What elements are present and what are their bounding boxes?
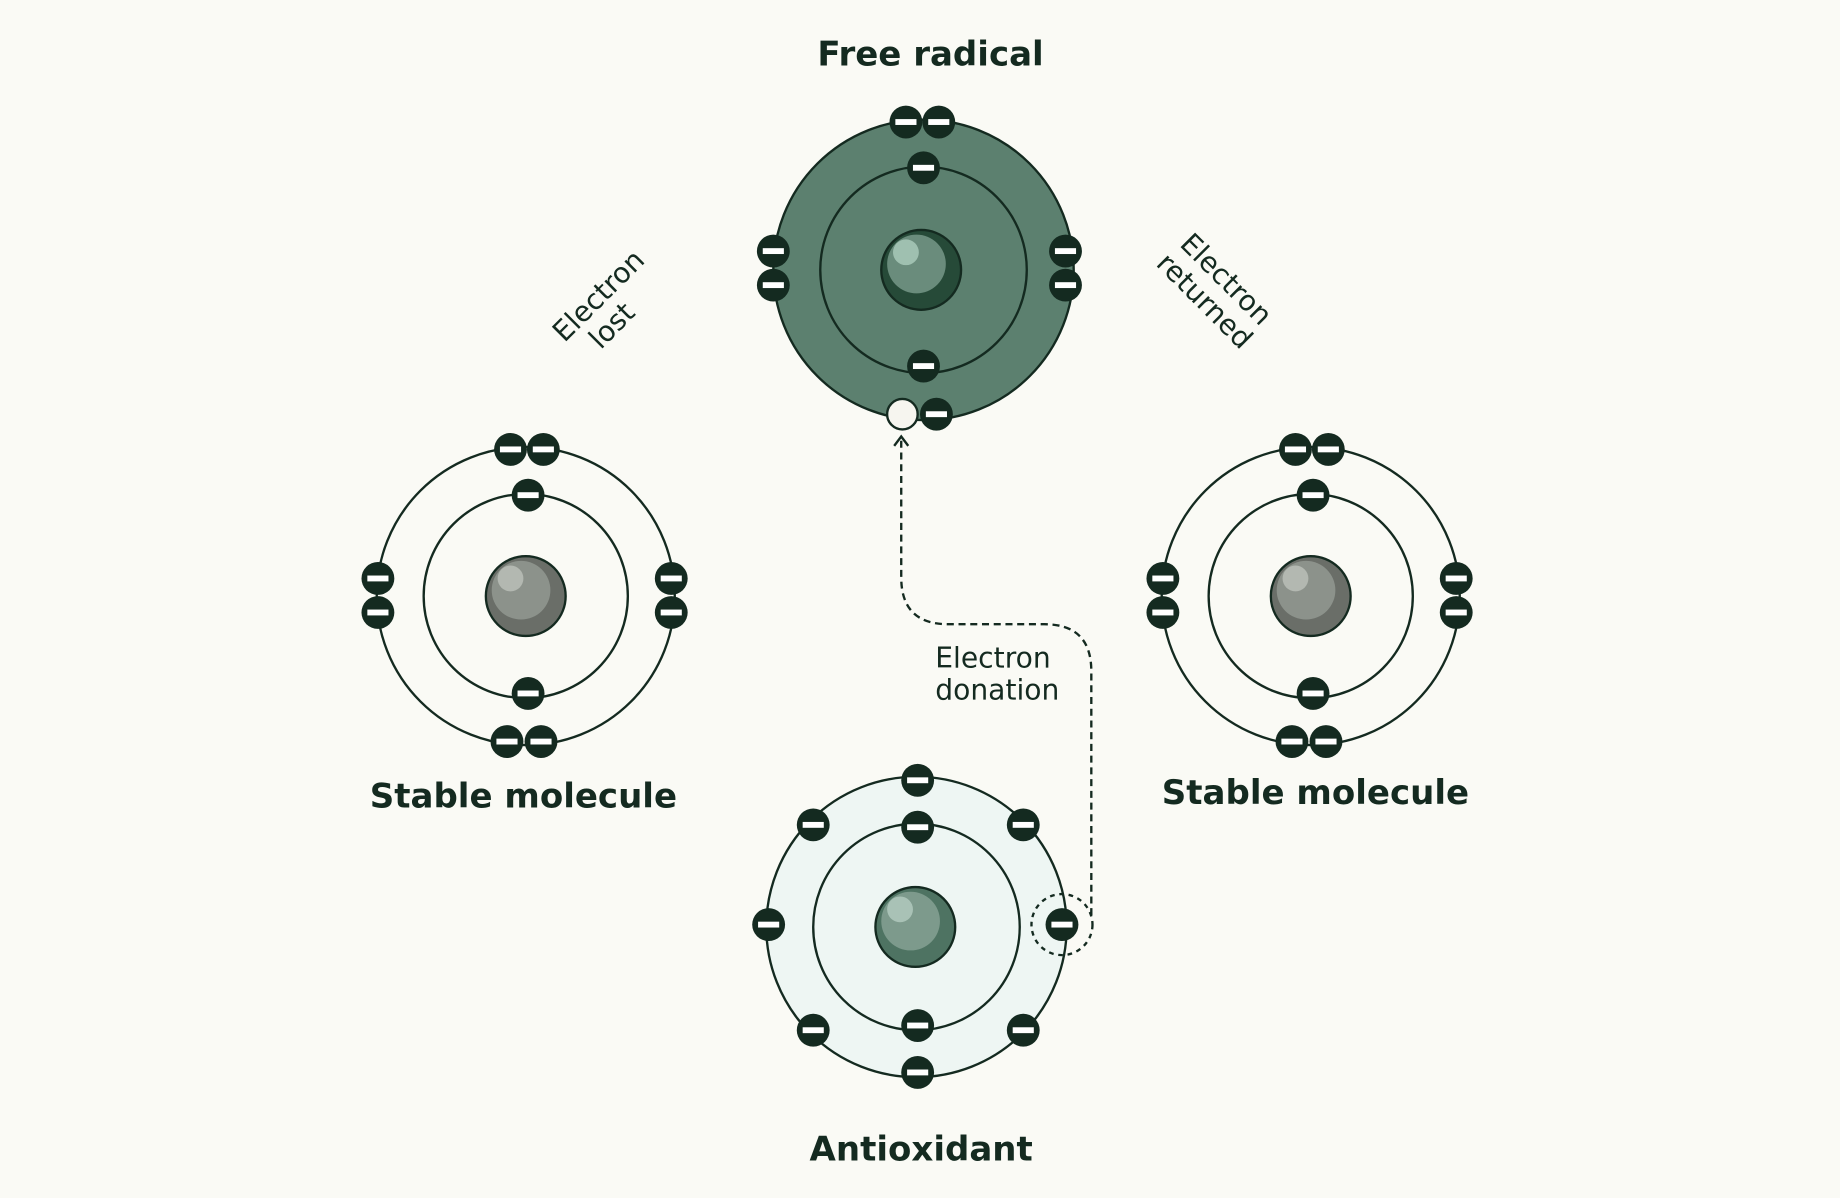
minus-icon: [1054, 282, 1077, 289]
minus-icon: [925, 411, 947, 418]
minus-icon: [907, 1069, 929, 1076]
minus-icon: [1051, 921, 1073, 928]
minus-icon: [367, 575, 389, 582]
minus-icon: [1445, 575, 1467, 582]
electron: [907, 151, 940, 185]
nucleus: [484, 554, 567, 638]
minus-icon: [1445, 609, 1467, 616]
donated-electron-highlight: [1030, 892, 1094, 957]
svg-text:Electron: Electron: [935, 642, 1051, 675]
electron: [526, 432, 560, 466]
minus-icon: [1315, 738, 1337, 745]
electron: [901, 763, 935, 797]
minus-icon: [1302, 492, 1324, 499]
arrow-head-icon: [893, 434, 910, 447]
minus-icon: [762, 282, 784, 289]
electron: [1049, 268, 1082, 302]
electron: [654, 562, 688, 595]
electron: [901, 1009, 935, 1042]
electron: [1439, 562, 1473, 595]
electron: [752, 908, 786, 942]
electron: [654, 596, 688, 629]
electron: [361, 596, 395, 629]
electron: [1275, 725, 1309, 758]
nucleus: [874, 885, 957, 969]
electron-donation-label: Electron donation: [935, 642, 1059, 707]
electron: [1309, 725, 1343, 758]
electron-lost-label: Electron lost: [546, 243, 651, 355]
minus-icon: [530, 738, 552, 745]
electron: [524, 725, 558, 758]
minus-icon: [762, 248, 784, 255]
minus-icon: [907, 824, 929, 831]
minus-icon: [912, 363, 935, 370]
minus-icon: [517, 492, 539, 499]
nucleus: [1269, 554, 1352, 638]
minus-icon: [496, 738, 518, 745]
electron: [1146, 596, 1180, 629]
electron: [490, 725, 524, 758]
free-radical-atom: [772, 118, 1075, 422]
missing-electron-hole: [885, 397, 919, 431]
electron: [1045, 908, 1079, 942]
minus-icon: [895, 119, 917, 125]
electron: [1279, 432, 1312, 466]
minus-icon: [532, 446, 554, 453]
electron: [1296, 478, 1330, 512]
minus-icon: [1152, 609, 1174, 616]
electron: [796, 1013, 830, 1047]
electron: [920, 397, 953, 431]
electron-returned-label: Electron returned: [1150, 227, 1279, 356]
minus-icon: [802, 821, 824, 828]
minus-icon: [1317, 446, 1339, 453]
minus-icon: [1054, 248, 1077, 255]
minus-icon: [928, 119, 950, 125]
electron: [1146, 562, 1180, 595]
electron: [1049, 234, 1082, 268]
electron: [511, 677, 545, 710]
electron: [901, 1056, 935, 1089]
svg-text:donation: donation: [935, 673, 1059, 706]
electrons: [361, 105, 1473, 1089]
electron: [796, 808, 830, 842]
minus-icon: [907, 777, 929, 784]
electron: [1439, 596, 1473, 629]
electron: [756, 268, 790, 302]
electron: [1006, 808, 1040, 842]
electron: [922, 105, 956, 139]
electron: [361, 562, 395, 595]
minus-icon: [802, 1027, 824, 1034]
nucleus: [880, 228, 963, 311]
free-radical-title: Free radical: [817, 35, 1043, 75]
minus-icon: [1284, 446, 1307, 453]
minus-icon: [1012, 821, 1034, 828]
minus-icon: [517, 690, 539, 697]
electron: [511, 478, 545, 512]
minus-icon: [1281, 738, 1303, 745]
minus-icon: [660, 575, 682, 582]
minus-icon: [367, 609, 389, 616]
antioxidant-title: Antioxidant: [810, 1129, 1033, 1169]
minus-icon: [912, 164, 935, 171]
electron: [907, 349, 940, 383]
minus-icon: [758, 921, 780, 928]
electron: [1311, 432, 1345, 466]
electron: [1296, 677, 1330, 710]
minus-icon: [1012, 1027, 1034, 1034]
minus-icon: [907, 1022, 929, 1029]
stable-molecule-left-title: Stable molecule: [370, 776, 677, 816]
electron: [901, 810, 935, 844]
stable-molecule-right-title: Stable molecule: [1162, 773, 1469, 813]
minus-icon: [1152, 575, 1174, 582]
electron: [756, 234, 790, 268]
electron: [494, 432, 527, 466]
minus-icon: [499, 446, 522, 453]
minus-icon: [660, 609, 682, 616]
electron: [889, 105, 923, 139]
electron-donation-path: [900, 438, 1093, 916]
electron: [1006, 1013, 1040, 1047]
minus-icon: [1302, 690, 1324, 697]
